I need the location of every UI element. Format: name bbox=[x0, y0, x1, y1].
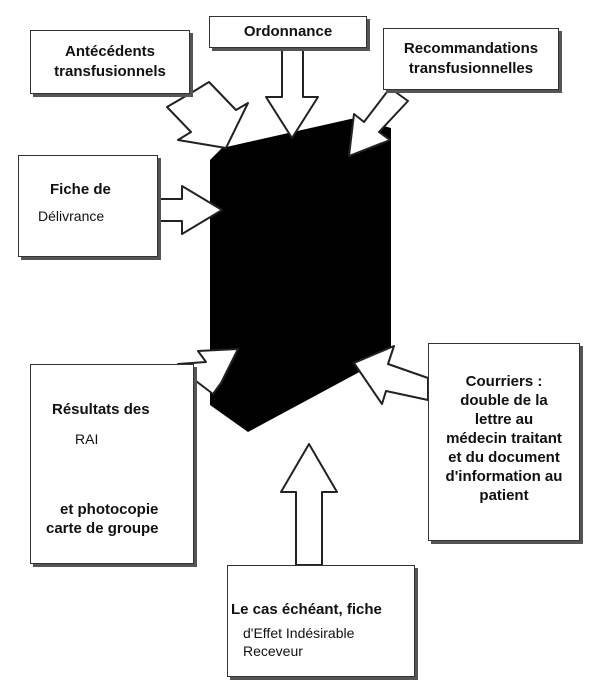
arrow-from-fiche-delivrance bbox=[157, 185, 223, 235]
courriers-line-2: double de la bbox=[460, 392, 548, 409]
box-courriers bbox=[428, 343, 580, 541]
arrow-from-resultats bbox=[177, 348, 239, 395]
arrow-from-effet-indesirable bbox=[280, 443, 338, 566]
box-resultats bbox=[30, 364, 194, 564]
resultats-line-1: Résultats des bbox=[52, 401, 150, 418]
resultats-line-2: RAI bbox=[75, 431, 99, 447]
arrow-from-antecedents bbox=[166, 81, 249, 149]
courriers-line-6: d'information au bbox=[445, 468, 563, 485]
courriers-line-3: lettre au bbox=[474, 411, 534, 428]
box-fiche-delivrance bbox=[18, 155, 158, 257]
resultats-line-3: et photocopie bbox=[60, 501, 159, 518]
box-effet-indesirable bbox=[227, 565, 415, 677]
effet-indesirable-line-3: Receveur bbox=[243, 643, 303, 659]
ordonnance-label: Ordonnance bbox=[243, 23, 333, 40]
antecedents-line-2: transfusionnels bbox=[54, 63, 166, 80]
box-antecedents bbox=[30, 30, 190, 94]
courriers-line-5: et du document bbox=[448, 449, 560, 466]
fiche-delivrance-line-1: Fiche de bbox=[50, 181, 111, 198]
resultats-line-4: carte de groupe bbox=[46, 520, 159, 537]
arrow-from-recommandations bbox=[348, 87, 409, 157]
box-ordonnance bbox=[209, 16, 367, 48]
courriers-line-1: Courriers : bbox=[465, 373, 543, 390]
effet-indesirable-line-1: Le cas échéant, fiche bbox=[231, 601, 382, 618]
box-recommandations bbox=[383, 28, 559, 90]
arrow-from-courriers bbox=[353, 345, 429, 405]
effet-indesirable-line-2: d'Effet Indésirable bbox=[243, 625, 355, 641]
arrow-from-ordonnance bbox=[265, 49, 319, 139]
antecedents-line-1: Antécédents bbox=[64, 43, 156, 60]
courriers-line-4: médecin traitant bbox=[446, 430, 562, 447]
recommandations-line-2: transfusionnelles bbox=[408, 60, 534, 77]
central-dossier-shape bbox=[210, 118, 391, 432]
courriers-line-7: patient bbox=[479, 487, 529, 504]
fiche-delivrance-line-2: Délivrance bbox=[38, 208, 105, 224]
recommandations-line-1: Recommandations bbox=[403, 40, 539, 57]
